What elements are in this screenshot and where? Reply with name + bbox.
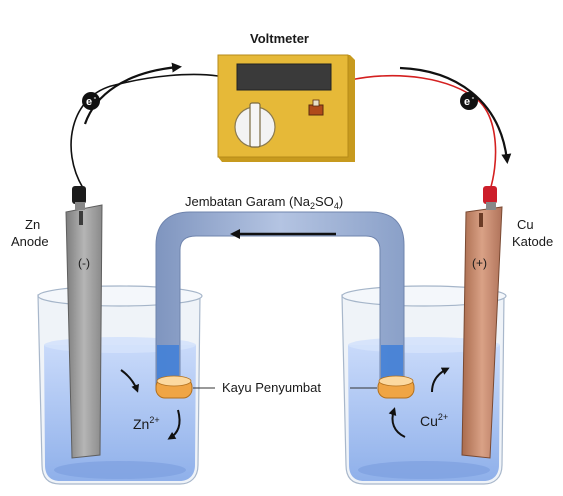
- plug-label: Kayu Penyumbat: [222, 380, 322, 395]
- copper-ion-label: Cu2+: [420, 412, 449, 429]
- electron-symbol-left: e: [86, 96, 92, 108]
- anode-role-label: Anode: [11, 234, 49, 249]
- voltmeter-dial-knob: [249, 102, 261, 148]
- voltmeter: [217, 54, 355, 162]
- cathode-wire: [349, 75, 497, 191]
- zinc-ion-arrow-top: [120, 369, 139, 393]
- svg-text:-: -: [94, 93, 97, 102]
- anode-clip: [72, 186, 86, 210]
- svg-text:-: -: [472, 93, 475, 102]
- salt-bridge-label: Jembatan Garam (Na2SO4): [185, 194, 344, 211]
- electron-symbol-right: e: [464, 96, 470, 108]
- zinc-ion-label: Zn2+: [133, 415, 160, 432]
- cathode-clip: [483, 186, 497, 210]
- electron-badge-left: e -: [82, 92, 100, 110]
- cork-plug-left: [155, 375, 193, 399]
- copper-ion-arrow-top: [431, 367, 450, 393]
- cathode-role-label: Katode: [512, 234, 554, 249]
- cathode-sign: (+): [472, 256, 487, 270]
- copper-ion-arrow-bottom: [388, 407, 406, 438]
- voltmeter-title: Voltmeter: [250, 31, 309, 46]
- electron-badge-right: e -: [460, 92, 478, 110]
- cathode-metal-label: Cu: [517, 217, 534, 232]
- electron-flow-arrow-right: [399, 66, 512, 164]
- electron-flow-arrow-left: [83, 62, 182, 125]
- anode-wire: [70, 73, 219, 189]
- voltmeter-switch: [308, 104, 324, 116]
- anode-metal-label: Zn: [25, 217, 41, 232]
- zinc-electrode: [65, 204, 103, 459]
- voltmeter-display: [236, 63, 332, 91]
- zinc-ion-arrow-bottom: [167, 409, 181, 440]
- anode-sign: (-): [78, 256, 90, 270]
- cork-plug-right: [377, 375, 415, 399]
